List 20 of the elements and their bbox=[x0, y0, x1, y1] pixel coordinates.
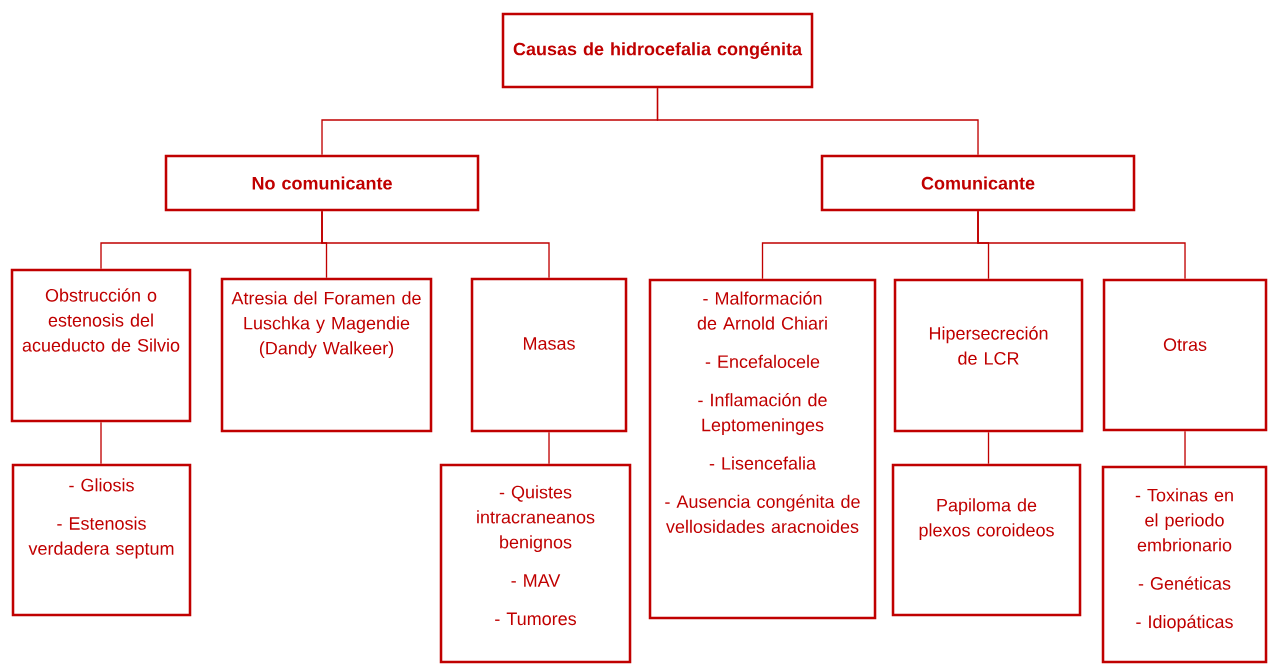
category-box: Obstrucción o estenosis del acueducto de Silvio bbox=[10, 268, 192, 423]
category-box: Otras bbox=[1102, 278, 1268, 432]
connector-line bbox=[977, 210, 1186, 280]
connector-line bbox=[987, 431, 990, 465]
category-box: - Quistes intracraneanos benignos - MAV - Tumores bbox=[439, 463, 632, 664]
connector-line bbox=[321, 210, 550, 279]
category-box: Hipersecreción de LCR bbox=[893, 278, 1084, 433]
connector-line bbox=[656, 87, 979, 156]
category-box: - Toxinas en el periodo embrionario - Genéticas - Idiopáticas bbox=[1101, 465, 1268, 664]
category-box: Papiloma de plexos coroideos bbox=[891, 463, 1082, 617]
category-box: Masas bbox=[470, 277, 628, 433]
category-box: Atresia del Foramen de Luschka y Magendie (Dandy Walkeer) bbox=[220, 277, 433, 433]
category-box: - Gliosis - Estenosis verdadera septum bbox=[11, 463, 192, 617]
connector-line bbox=[1184, 430, 1186, 467]
connector-line bbox=[100, 421, 102, 465]
category-box: Causas de hidrocefalia congénita bbox=[501, 12, 814, 89]
category-box: - Malformación de Arnold Chiari - Encefalocele - Inflamación de Leptomeninges - Lisencefalia - Ausencia congénita de vellosidades aracnoides bbox=[648, 278, 877, 620]
category-box: Comunicante bbox=[820, 154, 1136, 212]
category-box: No comunicante bbox=[164, 154, 480, 212]
connector-line bbox=[548, 431, 550, 465]
